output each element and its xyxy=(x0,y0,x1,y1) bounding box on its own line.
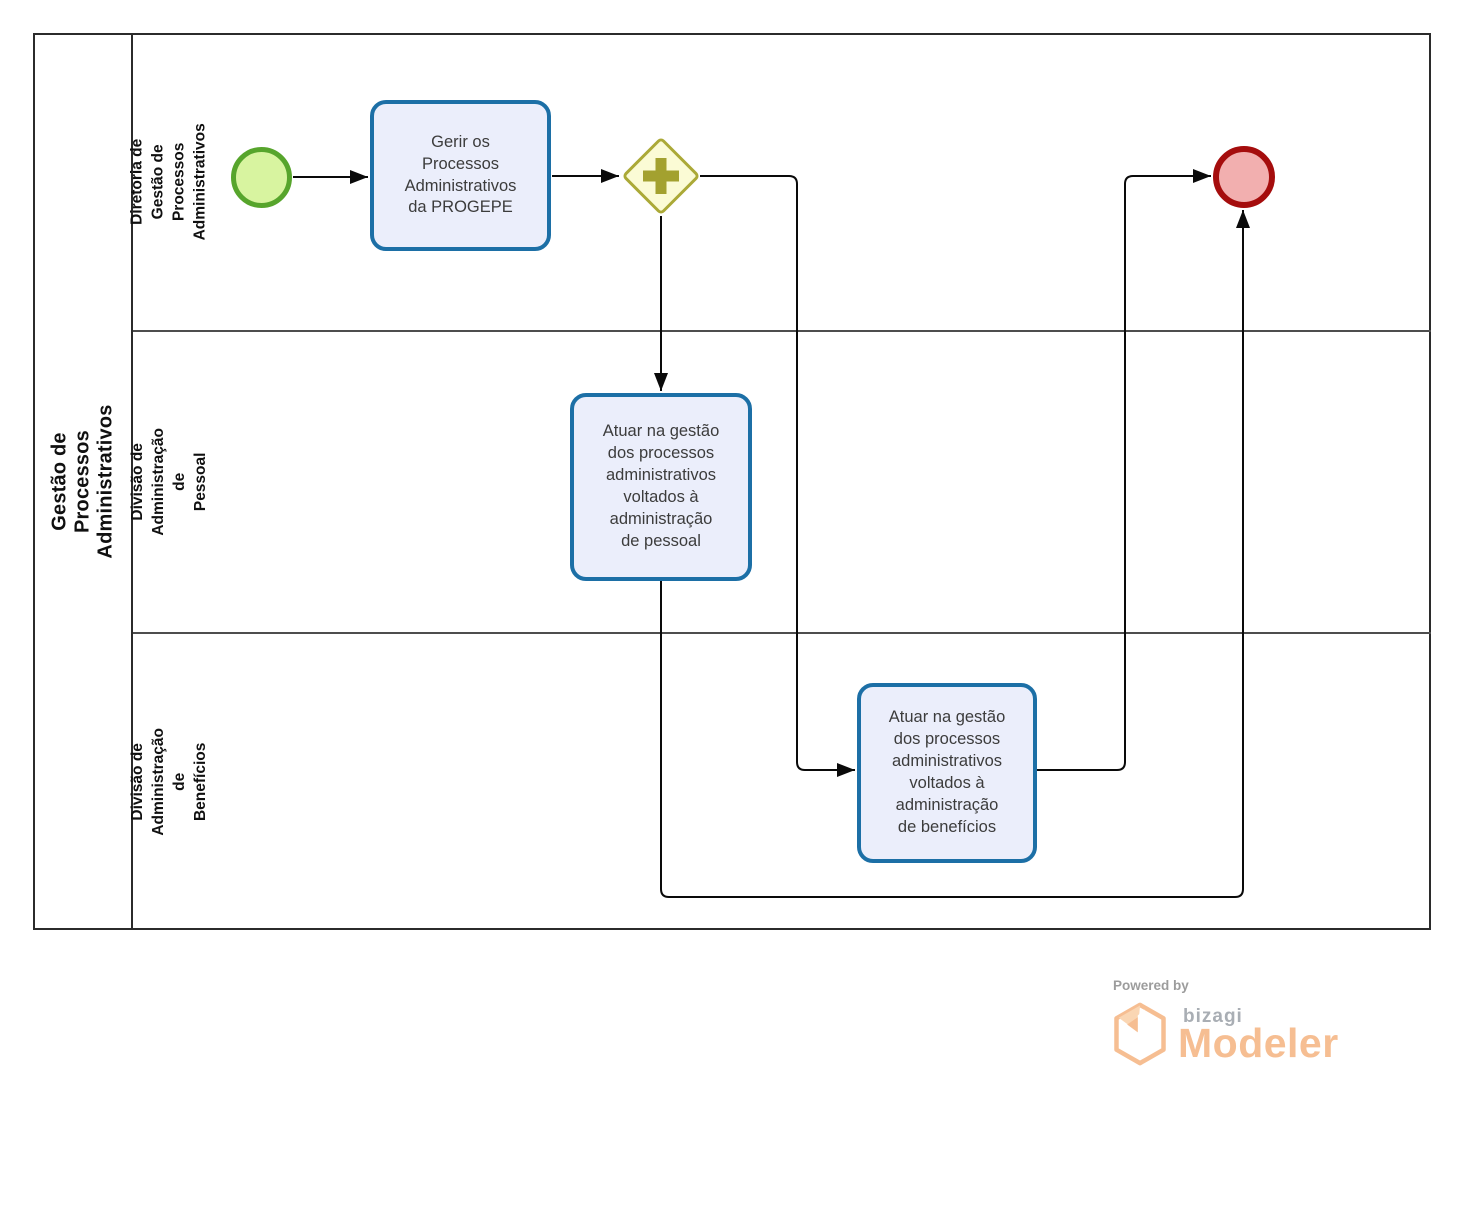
task-gestao-beneficios: Atuar na gestão dos processos administra… xyxy=(857,683,1037,863)
lane-label-diretoria: Diretoria de Gestão de Processos Adminis… xyxy=(129,122,209,241)
pool-name: Gestão de Processos Administrativos xyxy=(48,404,117,559)
lane-divider xyxy=(133,632,1431,634)
task-gestao-pessoal: Atuar na gestão dos processos administra… xyxy=(570,393,752,581)
lane-label-beneficios: Divisão de Administração de Benefícios xyxy=(129,728,209,836)
end-event xyxy=(1213,146,1275,208)
bizagi-logo-icon xyxy=(1114,1002,1166,1066)
bizagi-wordmark: bizagi xyxy=(1183,1006,1243,1027)
start-event xyxy=(231,147,292,208)
powered-by-label: Powered by xyxy=(1113,978,1189,993)
task-gerir-processos: Gerir os Processos Administrativos da PR… xyxy=(370,100,551,251)
pool-title-divider xyxy=(131,33,133,930)
parallel-plus-icon xyxy=(636,151,686,201)
modeler-wordmark: Modeler xyxy=(1178,1020,1339,1066)
lane-divider xyxy=(133,330,1431,332)
lane-label-pessoal: Divisão de Administração de Pessoal xyxy=(129,428,209,536)
